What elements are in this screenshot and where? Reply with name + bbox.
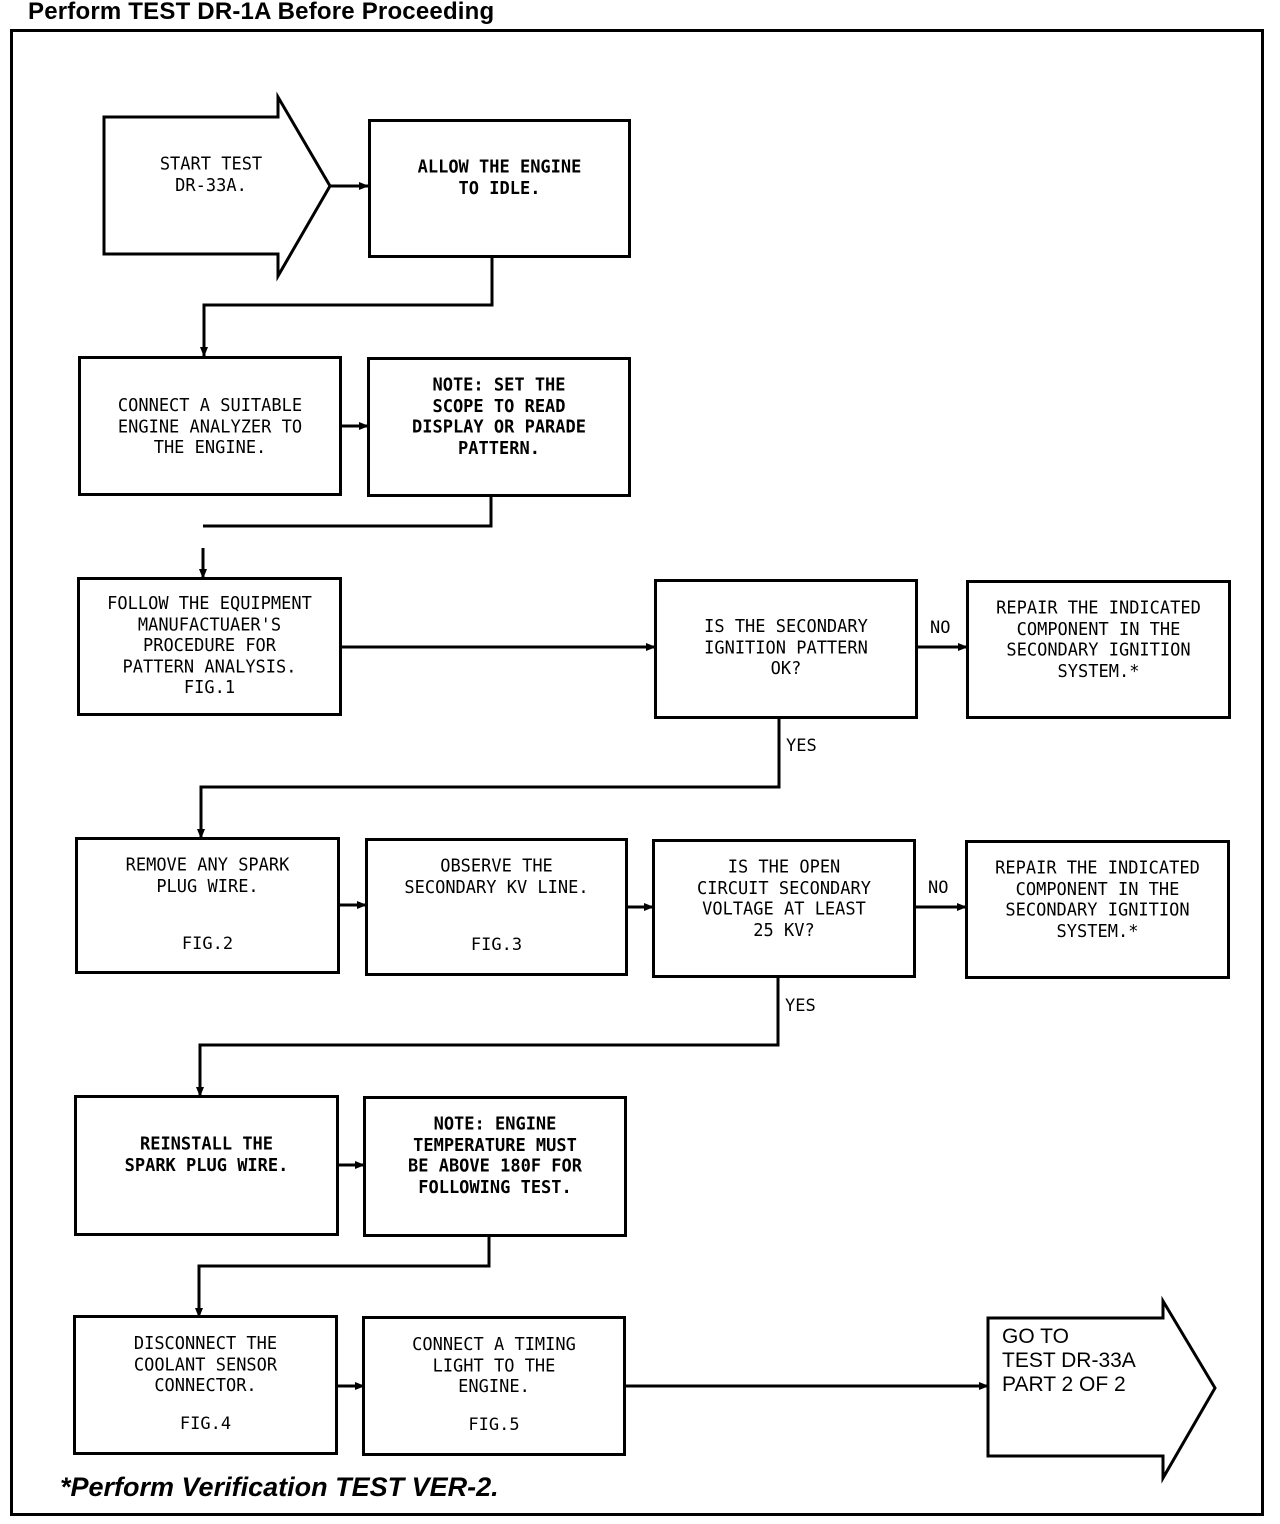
page-title: Perform TEST DR-1A Before Proceeding: [28, 0, 495, 25]
step-idle-text: ALLOW THE ENGINE TO IDLE.: [417, 157, 582, 199]
goto-arrow-shape: [986, 1295, 1217, 1484]
branch-yes-1: YES: [786, 736, 817, 756]
step-reinstall-wire: REINSTALL THE SPARK PLUG WIRE.: [74, 1095, 339, 1236]
step-start: START TEST DR-33A.: [104, 117, 318, 254]
step-follow-procedure: FOLLOW THE EQUIPMENT MANUFACTUAER'S PROC…: [77, 577, 342, 716]
step-note-scope: NOTE: SET THE SCOPE TO READ DISPLAY OR P…: [367, 357, 631, 497]
decision-pattern-ok: IS THE SECONDARY IGNITION PATTERN OK?: [654, 579, 918, 719]
arrow-question1-yes: [197, 717, 781, 839]
step-remove-wire-text: REMOVE ANY SPARK PLUG WIRE.: [125, 855, 290, 897]
fig-2-label: FIG.2: [181, 934, 234, 954]
step-idle: ALLOW THE ENGINE TO IDLE.: [368, 119, 631, 258]
arrow-question2-yes: [196, 977, 780, 1097]
decision-voltage: IS THE OPEN CIRCUIT SECONDARY VOLTAGE AT…: [652, 839, 916, 978]
step-repair-1-text: REPAIR THE INDICATED COMPONENT IN THE SE…: [996, 598, 1201, 682]
step-observe-kv-text: OBSERVE THE SECONDARY KV LINE.: [404, 856, 589, 898]
start-arrow-shape: [102, 91, 332, 282]
step-timing-light-text: CONNECT A TIMING LIGHT TO THE ENGINE.: [412, 1334, 576, 1398]
step-reinstall-wire-text: REINSTALL THE SPARK PLUG WIRE.: [124, 1134, 289, 1176]
arrow-note-to-disconnect: [195, 1237, 491, 1318]
step-repair-1: REPAIR THE INDICATED COMPONENT IN THE SE…: [966, 580, 1231, 719]
fig-3-label: FIG.3: [470, 935, 523, 955]
fig-5-label: FIG.5: [468, 1415, 520, 1435]
step-note-temp-text: NOTE: ENGINE TEMPERATURE MUST BE ABOVE 1…: [408, 1114, 582, 1198]
step-repair-2-text: REPAIR THE INDICATED COMPONENT IN THE SE…: [995, 858, 1200, 942]
footnote-verification: *Perform Verification TEST VER-2.: [60, 1472, 499, 1502]
step-note-temp: NOTE: ENGINE TEMPERATURE MUST BE ABOVE 1…: [363, 1096, 627, 1237]
arrow-idle-to-connect: [200, 257, 494, 357]
step-connect-analyzer: CONNECT A SUITABLE ENGINE ANALYZER TO TH…: [78, 356, 342, 496]
step-remove-wire: REMOVE ANY SPARK PLUG WIRE. FIG.2: [75, 837, 340, 974]
step-disconnect-sensor: DISCONNECT THE COOLANT SENSOR CONNECTOR.…: [73, 1315, 338, 1455]
step-observe-kv: OBSERVE THE SECONDARY KV LINE. FIG.3: [365, 838, 628, 976]
diagram-frame: [10, 29, 1264, 1516]
step-repair-2: REPAIR THE INDICATED COMPONENT IN THE SE…: [965, 840, 1230, 979]
step-follow-procedure-text: FOLLOW THE EQUIPMENT MANUFACTUAER'S PROC…: [107, 593, 312, 699]
step-note-scope-text: NOTE: SET THE SCOPE TO READ DISPLAY OR P…: [412, 375, 586, 459]
decision-voltage-text: IS THE OPEN CIRCUIT SECONDARY VOLTAGE AT…: [697, 857, 871, 941]
decision-pattern-ok-text: IS THE SECONDARY IGNITION PATTERN OK?: [704, 616, 868, 680]
arrow-note-to-follow: [203, 497, 493, 528]
step-timing-light: CONNECT A TIMING LIGHT TO THE ENGINE. FI…: [362, 1316, 626, 1456]
step-disconnect-sensor-text: DISCONNECT THE COOLANT SENSOR CONNECTOR.: [133, 1333, 278, 1397]
step-goto-part-2: GO TO TEST DR-33A PART 2 OF 2: [1002, 1325, 1136, 1396]
step-connect-analyzer-text: CONNECT A SUITABLE ENGINE ANALYZER TO TH…: [117, 395, 303, 459]
branch-yes-2: YES: [785, 996, 816, 1016]
branch-no-1: NO: [930, 618, 951, 638]
step-start-text: START TEST DR-33A.: [159, 154, 263, 196]
fig-4-label: FIG.4: [179, 1414, 232, 1434]
branch-no-2: NO: [928, 878, 949, 898]
